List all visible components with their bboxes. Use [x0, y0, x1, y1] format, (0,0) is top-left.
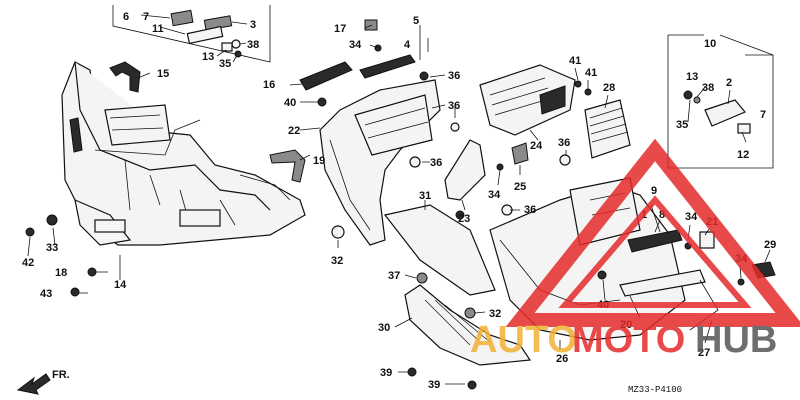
callout-6: 6 [123, 11, 129, 23]
callout-16: 16 [263, 79, 275, 91]
callout-11: 11 [152, 23, 164, 35]
callout-36: 36 [448, 100, 460, 112]
callout-36: 36 [558, 137, 570, 149]
callout-42: 42 [22, 257, 34, 269]
watermark-text-auto: AUTO [470, 319, 577, 361]
part-15-bracket [109, 61, 141, 93]
callout-13: 13 [686, 71, 698, 83]
callout-34: 34 [349, 39, 362, 51]
callout-31: 31 [419, 190, 431, 202]
callout-28: 28 [603, 82, 615, 94]
inset-top-left [112, 5, 271, 63]
callout-34: 34 [488, 189, 501, 201]
fasteners [25, 44, 745, 390]
inset-top-right [667, 34, 774, 169]
callout-13: 13 [202, 51, 214, 63]
callout-9: 9 [651, 185, 657, 197]
callout-35: 35 [219, 58, 231, 70]
callout-34: 34 [685, 211, 698, 223]
part-20-bar [619, 269, 706, 297]
callout-40: 40 [284, 97, 296, 109]
duct-24 [479, 64, 576, 136]
callout-30: 30 [378, 322, 390, 334]
drawing-code: MZ33-P4100 [628, 385, 682, 395]
vent-28 [584, 99, 631, 159]
watermark-triangle [505, 138, 800, 327]
direction-label: FR. [52, 369, 70, 381]
callout-17: 17 [334, 23, 346, 35]
watermark-text-moto: MOTO [572, 319, 685, 361]
callout-24: 24 [530, 140, 543, 152]
front-direction-arrow: FR. [16, 369, 70, 395]
callout-15: 15 [157, 68, 169, 80]
callout-23: 23 [458, 213, 470, 225]
callout-4: 4 [404, 39, 411, 51]
callout-41: 41 [585, 67, 597, 79]
callout-18: 18 [55, 267, 67, 279]
callout-7: 7 [760, 109, 766, 121]
callout-36: 36 [524, 204, 536, 216]
callout-36: 36 [448, 70, 460, 82]
callout-32: 32 [489, 308, 501, 320]
callout-41: 41 [569, 55, 581, 67]
callout-27: 27 [698, 347, 710, 359]
callout-10: 10 [704, 38, 716, 50]
callout-38: 38 [702, 82, 714, 94]
callout-29: 29 [764, 239, 776, 251]
watermark-logo: AUTO MOTO HUB [470, 138, 800, 361]
watermark-text-hub: HUB [695, 319, 777, 361]
part-19-hose [269, 149, 306, 183]
part-16-strip [299, 61, 353, 91]
callout-3: 3 [250, 19, 256, 31]
callout-8: 8 [659, 209, 665, 221]
callout-12: 12 [737, 149, 749, 161]
part-31-panel [383, 204, 496, 296]
callout-26: 26 [556, 353, 568, 365]
lower-cover-30 [404, 284, 532, 366]
callout-14: 14 [114, 279, 127, 291]
callout-38: 38 [247, 39, 259, 51]
callout-25: 25 [514, 181, 526, 193]
callout-22: 22 [288, 125, 300, 137]
callout-5: 5 [413, 15, 419, 27]
callout-32: 32 [331, 255, 343, 267]
callout-19: 19 [313, 155, 325, 167]
callout-7: 7 [143, 11, 149, 23]
callout-43: 43 [40, 288, 52, 300]
callout-2: 2 [726, 77, 732, 89]
part-4-strip [359, 54, 416, 79]
callout-39: 39 [380, 367, 392, 379]
callout-39: 39 [428, 379, 440, 391]
front-cowl-assembly [61, 61, 306, 246]
part-8-grille [627, 229, 683, 253]
callout-37: 37 [388, 270, 400, 282]
inner-panel-22 [319, 79, 441, 246]
part-23-bracket [444, 139, 486, 201]
part-21-clip [699, 231, 715, 249]
callout-33: 33 [46, 242, 58, 254]
callout-36: 36 [430, 157, 442, 169]
callout-35: 35 [676, 119, 688, 131]
